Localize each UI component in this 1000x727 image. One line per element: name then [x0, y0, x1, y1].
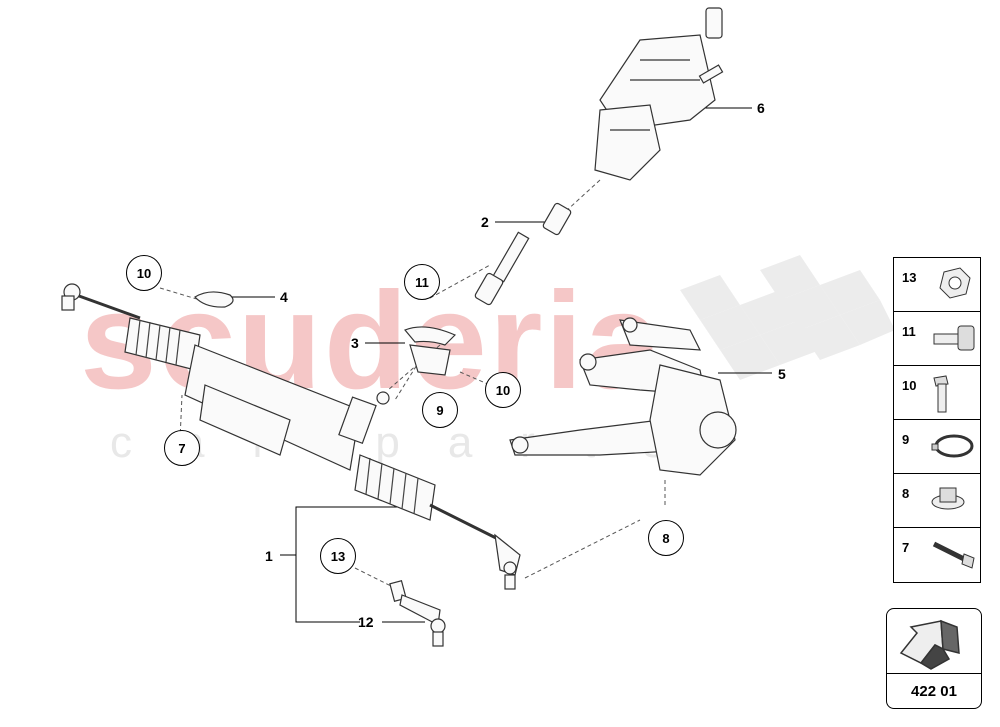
legend-number: 8	[902, 486, 910, 501]
flange-nut-icon	[931, 487, 965, 510]
steering-column	[594, 7, 724, 181]
callout-12: 12	[358, 614, 374, 630]
intermediate-shaft	[474, 202, 572, 306]
arrow-icon	[899, 619, 960, 670]
legend-number: 7	[902, 540, 910, 555]
hex-bolt-icon	[933, 375, 949, 413]
hex-nut-icon	[939, 267, 971, 299]
legend-number: 13	[902, 270, 917, 285]
callout-6: 6	[757, 100, 765, 116]
callout-2: 2	[481, 214, 489, 230]
legend-number: 9	[902, 432, 910, 447]
checkered-flag-watermark	[680, 255, 895, 380]
legend-item[interactable]: 8	[894, 474, 980, 528]
legend-item[interactable]: 7	[894, 528, 980, 581]
bubble-11: 11	[404, 264, 440, 300]
legend-number: 11	[902, 324, 916, 339]
suspension-assembly	[509, 317, 737, 476]
bubble-9: 9	[422, 392, 458, 428]
dashed-leaders	[159, 179, 666, 589]
bubble-10-upper: 10	[126, 255, 162, 291]
solid-leaders	[232, 107, 772, 623]
section-nav-button[interactable]: 422 01	[886, 608, 982, 709]
sleeve-bolt-icon	[933, 325, 975, 351]
legend-item[interactable]: 9	[894, 420, 980, 474]
legend-item[interactable]: 11	[894, 312, 980, 366]
tie-rod-end	[389, 580, 446, 647]
bubble-8: 8	[648, 520, 684, 556]
callout-5: 5	[778, 366, 786, 382]
legend-item[interactable]: 10	[894, 366, 980, 420]
bubble-10-lower: 10	[485, 372, 521, 408]
long-bolt-icon	[932, 541, 975, 569]
steering-rack	[61, 283, 521, 590]
legend-item[interactable]: 13	[894, 258, 980, 312]
callout-4: 4	[280, 289, 288, 305]
bubble-13: 13	[320, 538, 356, 574]
section-code: 422 01	[887, 673, 981, 708]
hardware-legend: 13 11 10 9	[893, 257, 981, 583]
bubble-7: 7	[164, 430, 200, 466]
callout-1: 1	[265, 548, 273, 564]
callout-3: 3	[351, 335, 359, 351]
legend-number: 10	[902, 378, 917, 393]
boot-parts	[194, 291, 457, 376]
hose-clamp-icon	[931, 434, 974, 458]
